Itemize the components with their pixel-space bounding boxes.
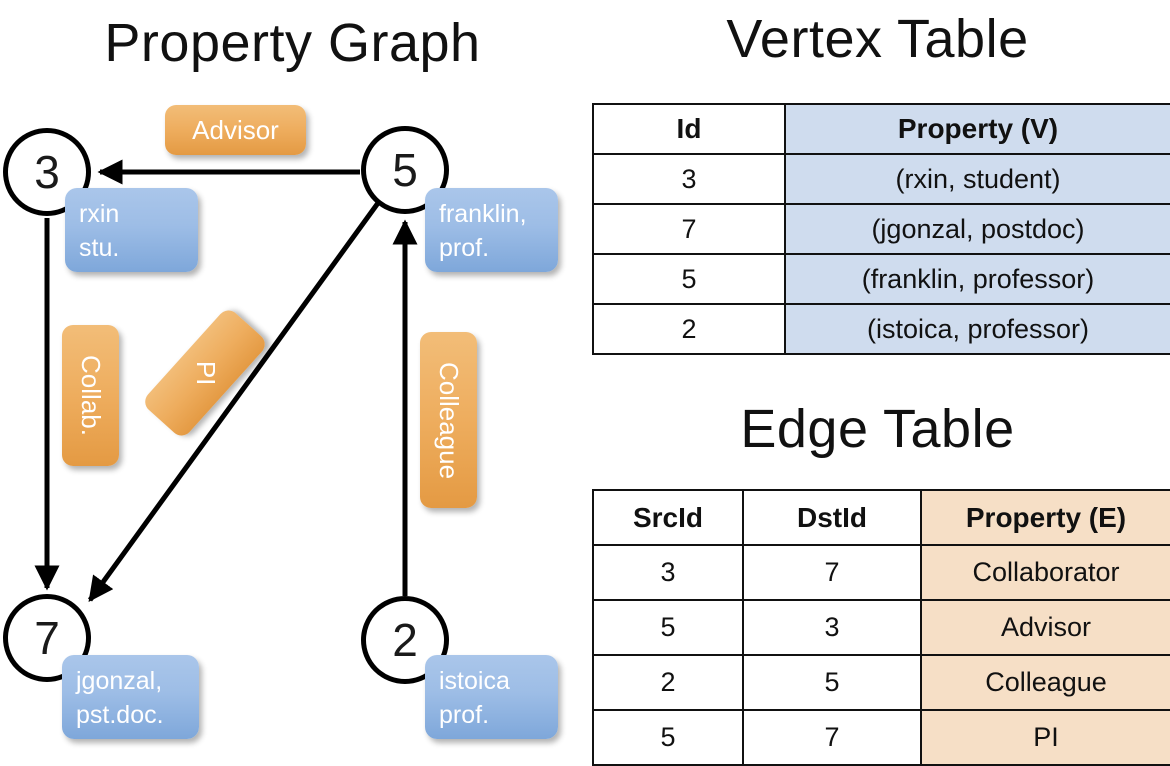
edge-row-0-property: Collaborator [920,544,1170,601]
edge-label-colleague: Colleague [420,332,477,508]
table-row: 5 (franklin, professor) [592,253,1170,305]
table-row: 7 (jgonzal, postdoc) [592,203,1170,255]
table-row: 2 (istoica, professor) [592,303,1170,355]
edge-row-1-property: Advisor [920,599,1170,656]
property-box-node-5-line1: franklin, [439,200,527,228]
graph-node-2-label: 2 [392,614,418,666]
graph-node-3-label: 3 [34,146,60,198]
vertex-table-header-id: Id [592,103,786,155]
property-box-node-7-line1: jgonzal, [76,667,163,695]
vertex-table-header-property: Property (V) [784,103,1170,155]
table-row: 3 7 Collaborator [592,544,1170,601]
edge-row-3-dst: 7 [742,709,922,766]
graph-node-2: 2 [361,596,449,684]
edge-table-header-dstid: DstId [742,489,922,546]
edge-label-collaborator-text: Collab. [76,355,106,436]
vertex-row-2-property: (franklin, professor) [784,253,1170,305]
property-box-node-5-line2: prof. [439,233,490,262]
edge-table-header-row: SrcId DstId Property (E) [592,489,1170,546]
edge-row-3-src: 5 [592,709,744,766]
edge-label-advisor: Advisor [165,105,306,155]
edge-row-0-dst: 7 [742,544,922,601]
page-title-property-graph: Property Graph [104,13,481,73]
edge-label-colleague-text: Colleague [434,361,464,479]
edge-row-2-dst: 5 [742,654,922,711]
vertex-row-0-id: 3 [592,153,786,205]
edge-row-2-property: Colleague [920,654,1170,711]
edge-label-pi-text: PI [190,360,221,386]
table-row: 2 5 Colleague [592,654,1170,711]
table-row: 5 7 PI [592,709,1170,766]
vertex-row-2-id: 5 [592,253,786,305]
edge-table-header-srcid: SrcId [592,489,744,546]
property-box-node-7: jgonzal, pst.doc. [62,655,199,739]
graph-node-5-label: 5 [392,144,418,196]
page-title-vertex-table: Vertex Table [726,9,1029,69]
edge-row-0-src: 3 [592,544,744,601]
edge-row-2-src: 2 [592,654,744,711]
vertex-row-1-id: 7 [592,203,786,255]
graph-node-5: 5 [361,126,449,214]
property-box-node-3-line2: stu. [79,233,120,262]
property-graph-diagram: Advisor Collab. PI Colleague rxin stu. f… [0,0,585,760]
edge-table-header-property: Property (E) [920,489,1170,546]
property-box-node-2: istoica prof. [425,655,558,739]
vertex-table: Id Property (V) 3 (rxin, student) 7 (jgo… [592,103,1170,355]
edge-5-to-7-pi [87,201,381,603]
table-row: 3 (rxin, student) [592,153,1170,205]
graph-edges-svg [34,159,418,603]
edge-label-advisor-text: Advisor [192,114,279,145]
vertex-table-header-row: Id Property (V) [592,103,1170,155]
property-box-node-2-line1: istoica [439,667,510,695]
edge-row-3-property: PI [920,709,1170,766]
vertex-row-3-property: (istoica, professor) [784,303,1170,355]
graph-node-7-label: 7 [34,612,60,664]
property-box-node-7-line2: pst.doc. [76,700,164,729]
vertex-row-0-property: (rxin, student) [784,153,1170,205]
property-box-node-3: rxin stu. [65,188,198,272]
table-row: 5 3 Advisor [592,599,1170,656]
property-box-node-5: franklin, prof. [425,188,558,272]
edge-row-1-src: 5 [592,599,744,656]
edge-label-collaborator: Collab. [62,325,119,466]
vertex-row-1-property: (jgonzal, postdoc) [784,203,1170,255]
edge-table: SrcId DstId Property (E) 3 7 Collaborato… [592,489,1170,766]
edge-row-1-dst: 3 [742,599,922,656]
property-box-node-2-line2: prof. [439,700,490,729]
page-title-edge-table: Edge Table [740,399,1015,459]
vertex-row-3-id: 2 [592,303,786,355]
property-box-node-3-line1: rxin [79,200,120,228]
